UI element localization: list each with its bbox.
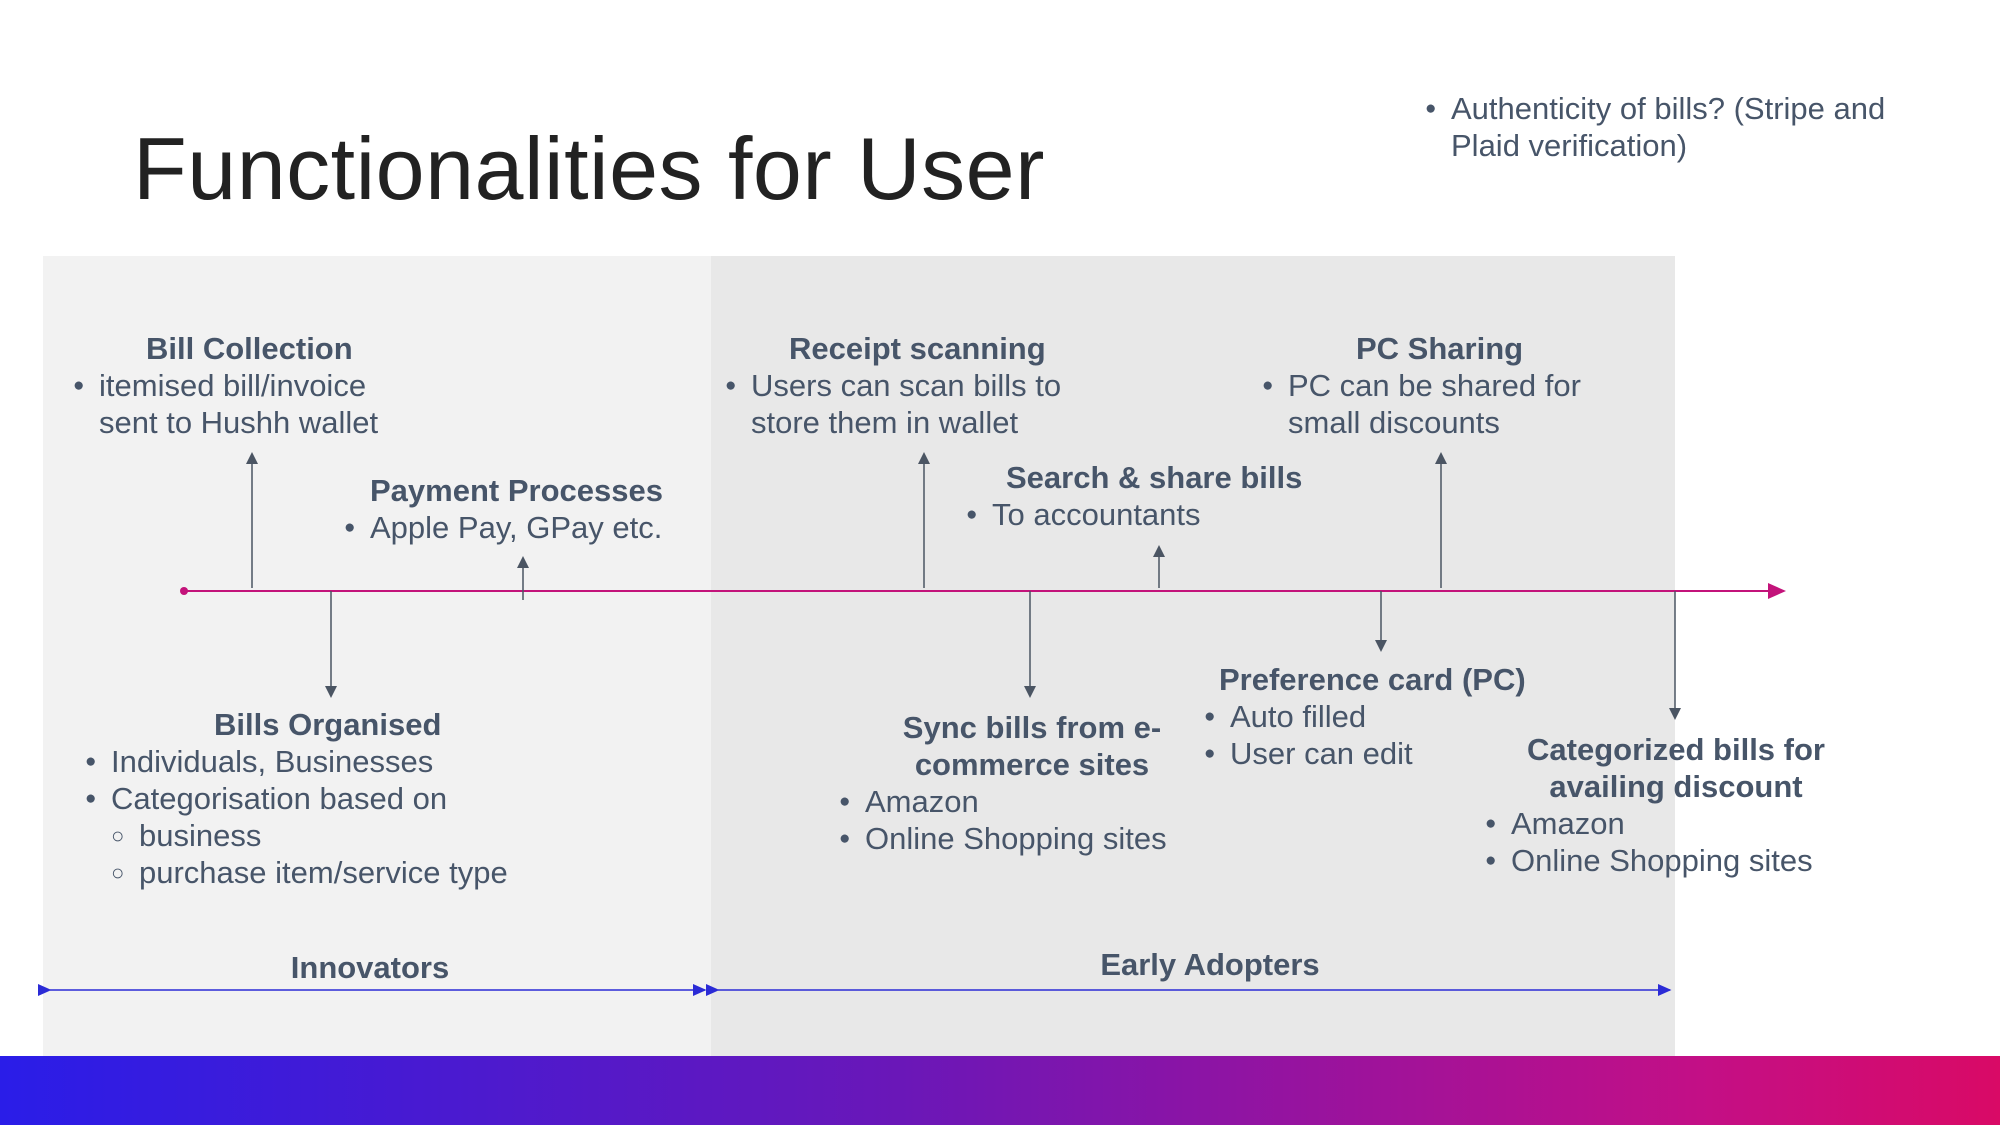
pc-sharing-block: PC Sharing PC can be shared for small di…: [1262, 330, 1642, 441]
preference-card-heading: Preference card (PC): [1219, 662, 1526, 697]
pc-sharing-heading: PC Sharing: [1356, 331, 1524, 366]
categorized-bills-bullet-1: Amazon: [1485, 805, 1865, 842]
categorized-bills-block: Categorized bills for availing discount …: [1485, 731, 1865, 879]
bill-collection-bullet: itemised bill/invoice sent to Hushh wall…: [73, 367, 429, 441]
payment-processes-heading: Payment Processes: [370, 473, 663, 508]
categorized-bills-bullet-2: Online Shopping sites: [1485, 842, 1865, 879]
sync-bills-bullet-1: Amazon: [839, 783, 1219, 820]
bills-organised-sub-2: purchase item/service type: [85, 854, 605, 891]
sync-bills-bullet-2: Online Shopping sites: [839, 820, 1219, 857]
bill-collection-block: Bill Collection itemised bill/invoice se…: [73, 330, 433, 441]
search-share-heading: Search & share bills: [1006, 460, 1303, 495]
bills-organised-bullet-1: Individuals, Businesses: [85, 743, 605, 780]
bills-organised-bullet-2: Categorisation based on: [85, 780, 605, 817]
receipt-scanning-bullet: Users can scan bills to store them in wa…: [725, 367, 1101, 441]
preference-card-block: Preference card (PC) Auto filled User ca…: [1204, 661, 1584, 772]
sync-bills-block: Sync bills from e-commerce sites Amazon …: [839, 709, 1219, 857]
preference-card-bullet-1: Auto filled: [1204, 698, 1584, 735]
search-share-bullet: To accountants: [966, 496, 1346, 533]
bills-organised-block: Bills Organised Individuals, Businesses …: [85, 706, 605, 891]
payment-processes-bullet: Apple Pay, GPay etc.: [344, 509, 704, 546]
bills-organised-heading: Bills Organised: [214, 707, 442, 742]
preference-card-bullet-2: User can edit: [1204, 735, 1584, 772]
pc-sharing-bullet: PC can be shared for small discounts: [1262, 367, 1638, 441]
bills-organised-sub-1: business: [85, 817, 605, 854]
footer-gradient-bar: [0, 1056, 2000, 1125]
authenticity-note-text: Authenticity of bills? (Stripe and Plaid…: [1425, 90, 1925, 164]
bill-collection-heading: Bill Collection: [146, 331, 353, 366]
early-adopters-label: Early Adopters: [1100, 947, 1320, 982]
receipt-scanning-block: Receipt scanning Users can scan bills to…: [725, 330, 1105, 441]
payment-processes-block: Payment Processes Apple Pay, GPay etc.: [344, 472, 704, 546]
search-share-block: Search & share bills To accountants: [966, 459, 1346, 533]
innovators-label: Innovators: [290, 950, 450, 985]
authenticity-note: Authenticity of bills? (Stripe and Plaid…: [1425, 90, 1925, 164]
page-title: Functionalities for User: [133, 119, 1045, 218]
sync-bills-heading: Sync bills from e-commerce sites: [902, 710, 1162, 782]
receipt-scanning-heading: Receipt scanning: [789, 331, 1046, 366]
categorized-bills-heading: Categorized bills for availing discount: [1527, 732, 1825, 804]
